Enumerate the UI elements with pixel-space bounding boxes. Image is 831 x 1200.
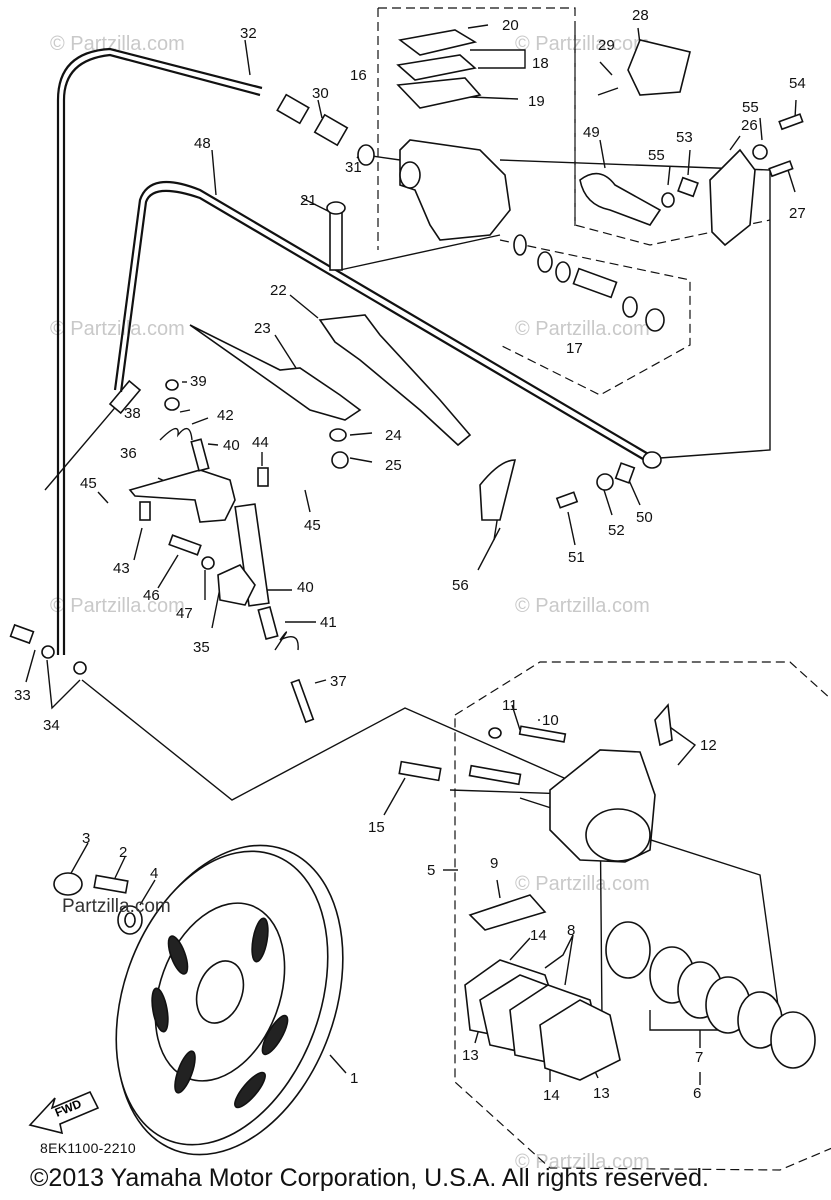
callout: 52 [608,522,625,539]
watermark: © Partzilla.com [515,33,650,55]
piston-kit-box [499,239,691,396]
callout: 27 [789,205,806,222]
callout: 18 [532,55,549,72]
inline-watermark: Partzilla.com [62,896,171,917]
callout: 31 [345,159,362,176]
callout: 49 [583,124,600,141]
fwd-arrow-icon: FWD [28,1090,100,1135]
callout: 24 [385,427,402,444]
watermark: © Partzilla.com [515,318,650,340]
callout: 45 [304,517,321,534]
callout: 15 [368,819,385,836]
callout: 5 [427,862,435,879]
callout: 6 [693,1085,701,1102]
callout: 13 [462,1047,479,1064]
callout: 8 [567,922,575,939]
misc-parts [479,459,636,521]
callout: 11 [502,697,518,714]
callout: 56 [452,577,469,594]
callout: 37 [330,673,347,690]
callout: 16 [350,67,367,84]
brake-lever [189,314,472,469]
callout: 32 [240,25,257,42]
callout: 43 [113,560,130,577]
diagram-code: 8EK1100-2210 [40,1140,136,1156]
brake-cable [44,47,375,655]
callout: 50 [636,509,653,526]
callout: 22 [270,282,287,299]
callout: 7 [695,1049,703,1066]
callout: 54 [789,75,806,92]
watermark: © Partzilla.com [515,595,650,617]
callout: 40 [223,437,240,454]
callout: 34 [43,717,60,734]
callout: 36 [120,445,137,462]
master-cylinder [326,29,665,332]
pedal-parts [579,39,804,247]
callout: 41 [320,614,337,631]
parking-linkage [9,379,315,724]
watermark: © Partzilla.com [50,595,185,617]
callout: 48 [194,135,211,152]
callout: 13 [593,1085,610,1102]
brake-disc [115,844,344,1156]
callout: 42 [217,407,234,424]
callout: 19 [528,93,545,110]
copyright-text: ©2013 Yamaha Motor Corporation, U.S.A. A… [30,1164,709,1192]
callout: 25 [385,457,402,474]
callout: 4 [150,865,158,882]
callout: 30 [312,85,329,102]
callout: 53 [676,129,693,146]
watermark: © Partzilla.com [50,318,185,340]
callout: 3 [82,830,90,847]
piston-kit [513,234,665,332]
callout: 1 [350,1070,358,1087]
callout: 51 [568,549,585,566]
callout: 46 [143,587,160,604]
callout: 55 [648,147,665,164]
callout: 26 [741,117,758,134]
master-cylinder-group-box [378,7,576,228]
watermark: © Partzilla.com [50,33,185,55]
callout-numbers: 1 2 3 4 5 6 7 8 9 10 11 12 13 13 14 14 1… [14,7,806,1104]
callout: 21 [300,192,317,209]
callout: 55 [742,99,759,116]
callout: 35 [193,639,210,656]
callout: 47 [176,605,193,622]
watermark: © Partzilla.com [515,873,650,895]
callout: 20 [502,17,519,34]
caliper-group-box [454,661,831,1171]
callout: 12 [700,737,717,754]
disc-hardware [53,872,143,935]
callout: 14 [543,1087,560,1104]
callout: 23 [254,320,271,337]
callout: 45 [80,475,97,492]
callout: 39 [190,373,207,390]
callout: 29 [598,37,615,54]
callout: 33 [14,687,31,704]
release-cable [113,180,662,469]
callout: 28 [632,7,649,24]
callout: 2 [119,844,127,861]
caliper [398,703,816,1081]
callout: 44 [252,434,269,451]
callout: 40 [297,579,314,596]
callout: 38 [124,405,141,422]
callout: 17 [566,340,583,357]
callout: 14 [530,927,547,944]
callout: 10 [542,712,559,729]
callout: 9 [490,855,498,872]
